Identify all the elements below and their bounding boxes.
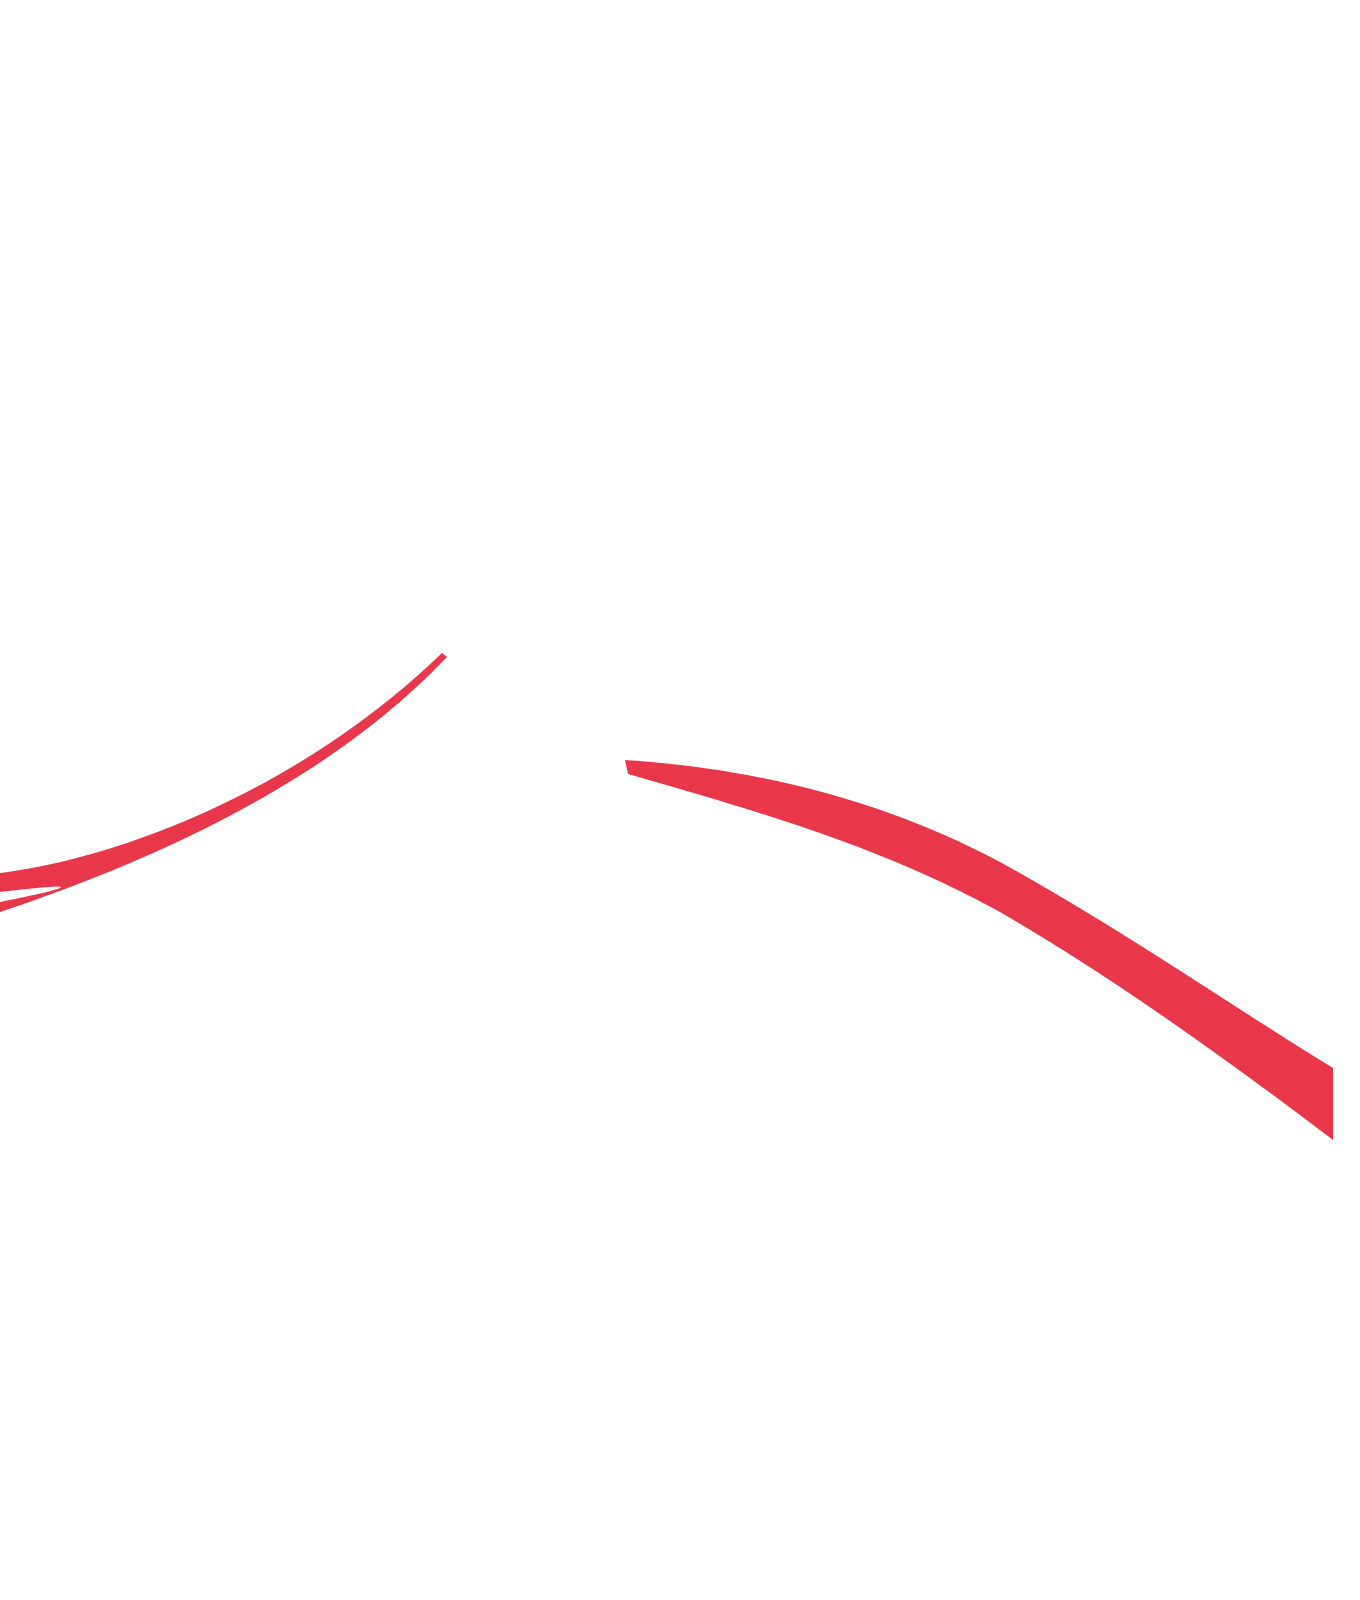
right-brush-stroke	[625, 760, 1333, 1140]
left-brush-stroke	[0, 653, 447, 912]
